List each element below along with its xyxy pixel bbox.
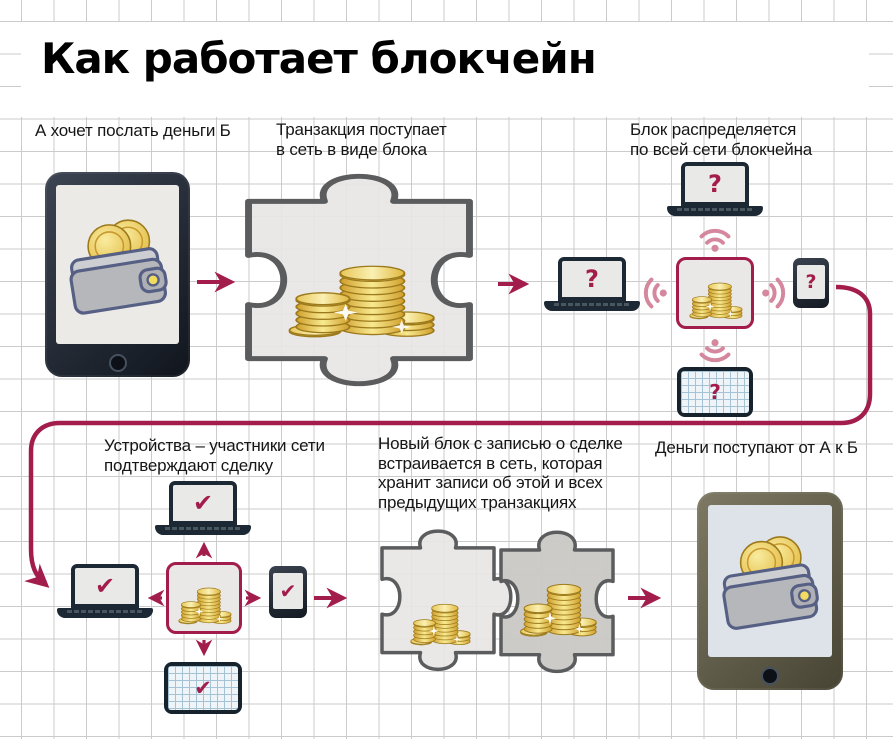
laptop-screen: ✔: [169, 481, 237, 525]
step-label-block: Транзакция поступает в сеть в виде блока: [276, 120, 447, 159]
laptop-keyboard: [155, 525, 251, 535]
wallet-coins-icon: [712, 524, 828, 638]
home-button-icon: [761, 667, 779, 685]
tablet-node-check: ✔: [164, 662, 242, 714]
phone-node-check: ✔: [269, 566, 307, 618]
puzzle-piece-light: [380, 529, 513, 672]
coin-pile-icon: [686, 265, 744, 321]
page-title: Как работает блокчейн: [41, 34, 597, 83]
laptop-keyboard: [544, 301, 640, 311]
wifi-signal-icon: [757, 274, 795, 312]
check-icon: ✔: [192, 489, 214, 517]
puzzle-block-icon: [245, 174, 473, 386]
puzzle-chain-icon: [380, 529, 615, 674]
tablet-node-question: ?: [677, 367, 753, 417]
sender-screen: [56, 185, 179, 344]
laptop-screen: ?: [558, 257, 626, 301]
question-icon: ?: [805, 270, 817, 293]
laptop-node-check: ✔: [155, 481, 251, 535]
phone-screen: ?: [797, 265, 825, 299]
wifi-signal-icon: [696, 219, 734, 257]
question-icon: ?: [708, 170, 722, 198]
step-label-receive: Деньги поступают от А к Б: [655, 438, 858, 457]
tablet-grid-screen: ✔: [168, 666, 238, 710]
tablet-receiver: [697, 492, 843, 690]
check-icon: ✔: [194, 675, 212, 700]
wifi-signal-icon: [634, 274, 672, 312]
step-label-confirm: Устройства – участники сети подтверждают…: [104, 436, 325, 475]
question-icon: ?: [585, 265, 599, 293]
home-button-icon: [108, 354, 127, 372]
phone-node-question: ?: [793, 258, 829, 308]
tablet-sender: [45, 172, 190, 377]
title-panel: Как работает блокчейн: [21, 22, 869, 117]
confirmed-block-box: [166, 562, 242, 634]
step-label-send: А хочет послать деньги Б: [35, 121, 231, 140]
laptop-screen: ?: [681, 162, 749, 206]
laptop-keyboard: [57, 608, 153, 618]
check-icon: ✔: [94, 572, 116, 600]
tablet-grid-screen: ?: [681, 371, 749, 413]
coin-pile-icon: [175, 570, 233, 626]
step-label-distribute: Блок распределяется по всей сети блокчей…: [630, 120, 813, 159]
laptop-keyboard: [667, 206, 763, 216]
question-icon: ?: [709, 380, 721, 404]
block-in-network-box: [676, 257, 754, 329]
receiver-screen: [708, 505, 832, 657]
step-label-embed: Новый блок с записью о сделке встраивает…: [378, 434, 623, 513]
laptop-node-check: ✔: [57, 564, 153, 618]
wallet-coins-icon: [59, 207, 177, 323]
laptop-node-question: ?: [544, 257, 640, 311]
check-icon: ✔: [279, 579, 297, 603]
laptop-node-question: ?: [667, 162, 763, 216]
laptop-screen: ✔: [71, 564, 139, 608]
phone-screen: ✔: [273, 573, 303, 609]
